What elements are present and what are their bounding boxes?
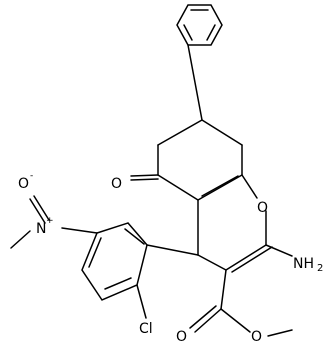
chlorine-label: Cl bbox=[139, 321, 153, 337]
nitro-oxygen-charge: - bbox=[30, 171, 33, 181]
nitro-nitrogen-label: N bbox=[36, 221, 46, 237]
methyl-ester-group bbox=[189, 269, 293, 337]
nitro-nitrogen-charge: + bbox=[46, 216, 54, 226]
chloronitrophenyl-ring bbox=[81, 222, 199, 301]
ester-ether-oxygen-label: O bbox=[251, 329, 262, 345]
nitro-group bbox=[10, 195, 98, 249]
ketone-oxygen-label: O bbox=[111, 176, 122, 192]
amino-subscript: 2 bbox=[317, 263, 323, 274]
phenyl-link-bond bbox=[187, 44, 203, 121]
amino-bond bbox=[265, 244, 293, 257]
ester-carbonyl-oxygen-label: O bbox=[176, 329, 187, 345]
pyran-oxygen-label: O bbox=[257, 200, 268, 216]
amino-label: NH bbox=[293, 256, 314, 272]
cyclohexenone-ring bbox=[157, 119, 243, 201]
ketone-group bbox=[130, 174, 159, 181]
phenyl-ring bbox=[176, 4, 223, 46]
nitro-oxygen-label: O bbox=[18, 176, 29, 192]
chloro-bond bbox=[136, 284, 147, 319]
pyran-ring bbox=[197, 174, 273, 273]
